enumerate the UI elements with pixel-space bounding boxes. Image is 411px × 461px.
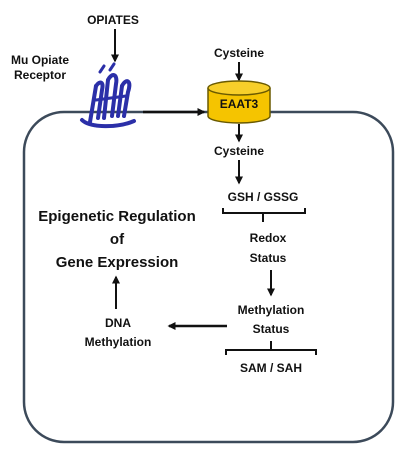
- cysteine-inside-label: Cysteine: [214, 144, 264, 158]
- epigenetic-line3: Gene Expression: [56, 254, 179, 271]
- epigenetic-line2: of: [110, 231, 125, 248]
- methylation-status-line1: Methylation: [238, 303, 305, 317]
- cell-membrane: [22, 110, 395, 444]
- epigenetic-line1: Epigenetic Regulation: [38, 208, 196, 225]
- eaat3-label: EAAT3: [220, 97, 259, 111]
- methylation-status-line2: Status: [253, 322, 290, 336]
- opiates-label: OPIATES: [87, 13, 139, 27]
- receptor-label-line2: Receptor: [14, 68, 66, 82]
- gsh-gssg-bracket: [222, 208, 306, 222]
- cysteine-outside-label: Cysteine: [214, 46, 264, 60]
- dna-methylation-line2: Methylation: [85, 335, 152, 349]
- dna-methylation-line1: DNA: [105, 316, 131, 330]
- receptor-label-line1: Mu Opiate: [11, 53, 69, 67]
- sam-sah-label: SAM / SAH: [240, 361, 302, 375]
- redox-status-line1: Redox: [250, 231, 287, 245]
- cylinder-transporter-icon: [207, 80, 271, 124]
- sam-sah-bracket: [225, 341, 317, 355]
- redox-status-line2: Status: [250, 251, 287, 265]
- seven-transmembrane-receptor-icon: [80, 62, 136, 129]
- gsh-gssg-label: GSH / GSSG: [228, 190, 299, 204]
